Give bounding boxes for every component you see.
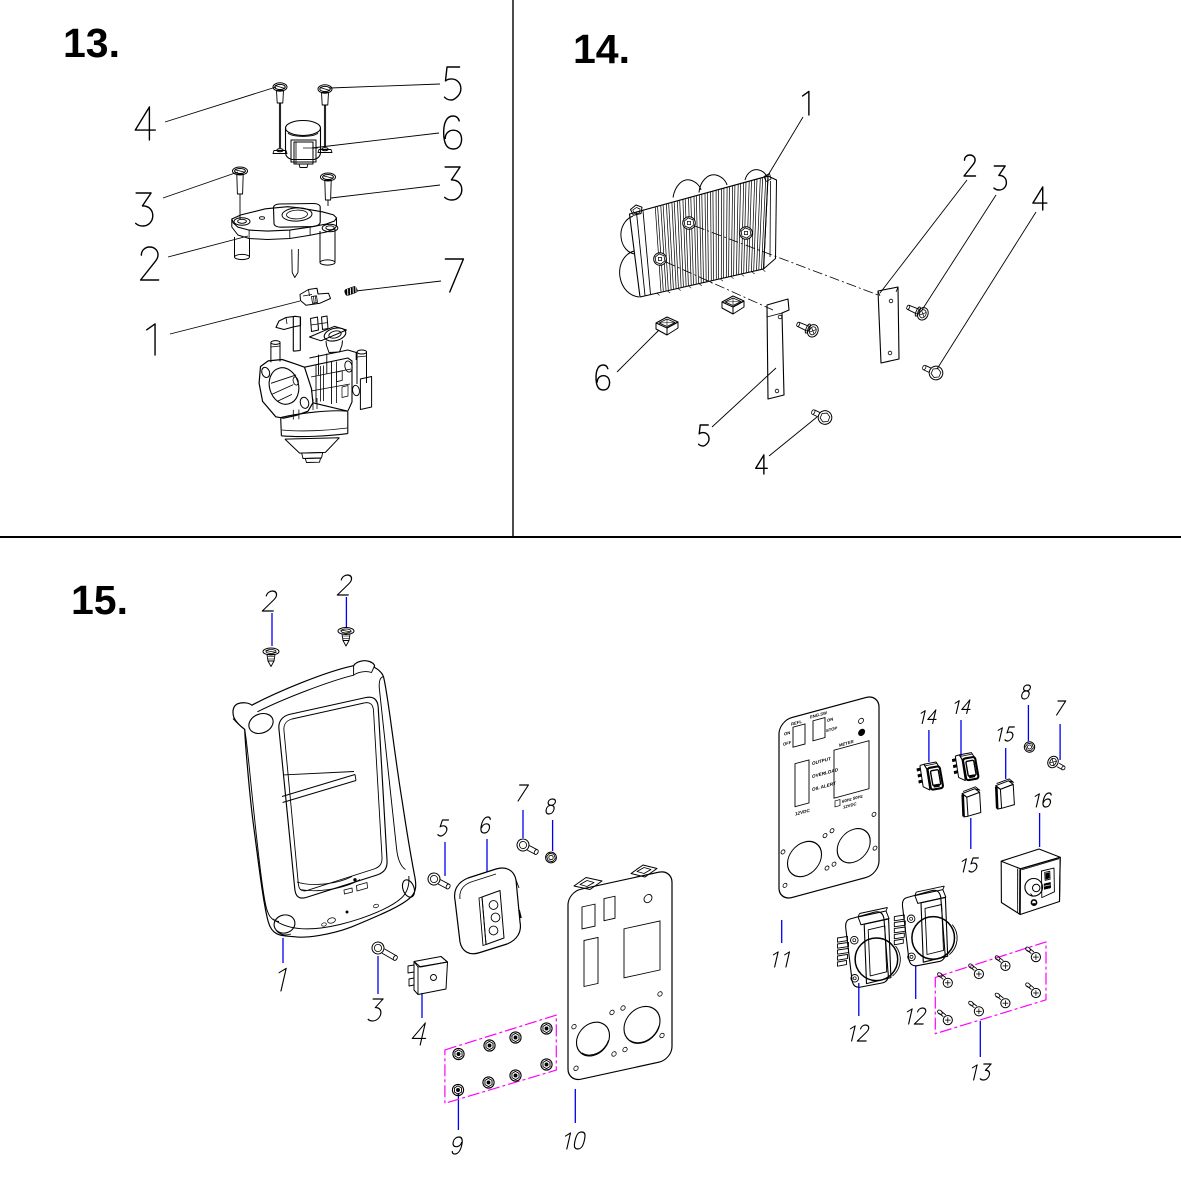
svg-text:14.: 14.	[573, 26, 630, 72]
svg-text:15.: 15.	[71, 577, 128, 623]
svg-text:13.: 13.	[63, 20, 120, 66]
